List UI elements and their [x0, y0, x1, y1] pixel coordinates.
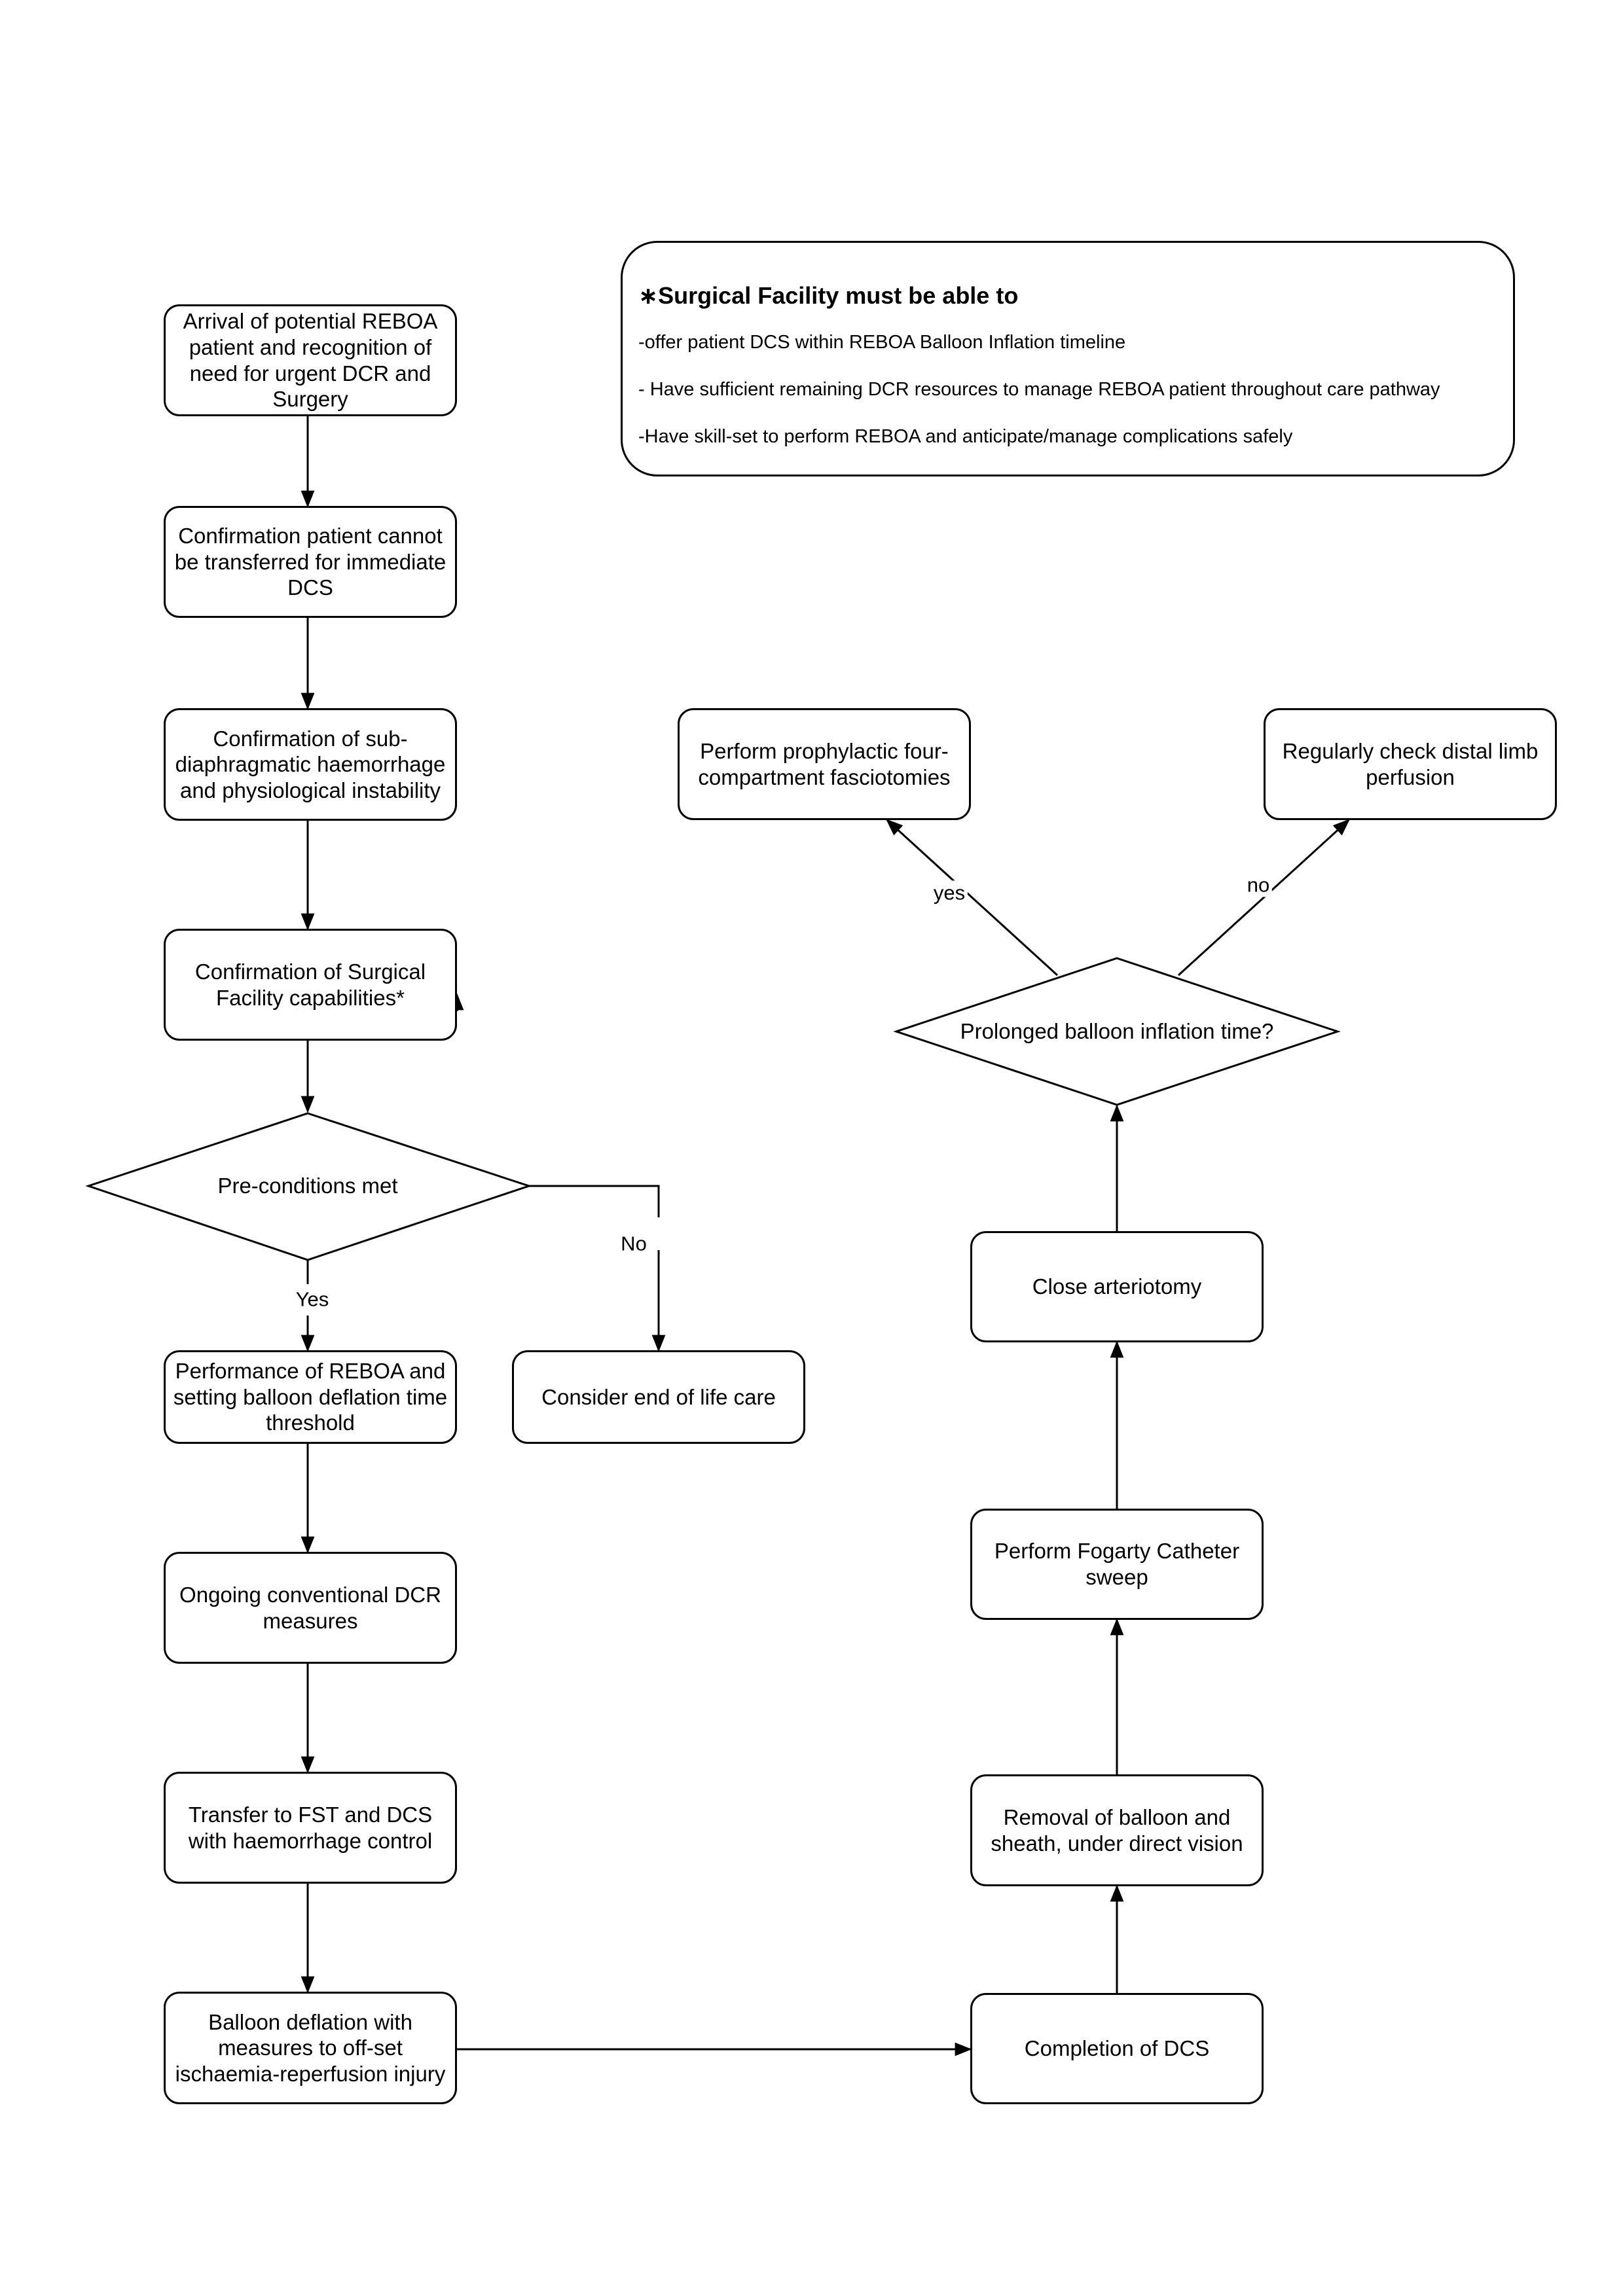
node-end-of-life: Consider end of life care	[512, 1350, 805, 1444]
node-completion-dcs: Completion of DCS	[970, 1993, 1264, 2104]
node-fogarty: Perform Fogarty Catheter sweep	[970, 1509, 1264, 1620]
facility-note-title: ∗Surgical Facility must be able to	[638, 282, 1019, 309]
facility-requirements-note: ∗Surgical Facility must be able to -offe…	[621, 241, 1515, 476]
arrow-preconditions-no-to-end-of-life	[527, 1185, 660, 1217]
arrow-prolonged-yes-to-fasciotomies	[886, 819, 1059, 977]
node-arrival: Arrival of potential REBOA patient and r…	[164, 304, 457, 416]
facility-note-line: - Have sufficient remaining DCR resource…	[638, 379, 1440, 400]
node-perform-reboa: Performance of REBOA and setting balloon…	[164, 1350, 457, 1444]
arrow-prolonged-no-to-perfusion	[1177, 819, 1350, 977]
node-haemorrhage: Confirmation of sub-diaphragmatic haemor…	[164, 708, 457, 821]
edge-label-no: No	[618, 1231, 649, 1256]
node-no-transfer: Confirmation patient cannot be transferr…	[164, 506, 457, 618]
node-removal-balloon: Removal of balloon and sheath, under dir…	[970, 1774, 1264, 1886]
node-ongoing-dcr: Ongoing conventional DCR measures	[164, 1552, 457, 1664]
decision-prolonged-label: Prolonged balloon inflation time?	[960, 1019, 1274, 1044]
node-close-arteriotomy: Close arteriotomy	[970, 1231, 1264, 1342]
edge-label-yes-branch: yes	[930, 880, 968, 905]
node-check-perfusion: Regularly check distal limb perfusion	[1264, 708, 1557, 820]
edge-label-no-branch: no	[1244, 872, 1273, 897]
decision-prolonged-shape	[893, 957, 1341, 1106]
node-transfer-fst: Transfer to FST and DCS with haemorrhage…	[164, 1772, 457, 1884]
node-balloon-deflation: Balloon deflation with measures to off-s…	[164, 1992, 457, 2104]
node-fasciotomies: Perform prophylactic four-compartment fa…	[678, 708, 971, 820]
edge-label-yes: Yes	[293, 1287, 332, 1312]
decision-preconditions-label: Pre-conditions met	[217, 1174, 398, 1198]
node-capabilities: Confirmation of Surgical Facility capabi…	[164, 929, 457, 1041]
facility-note-line: -offer patient DCS within REBOA Balloon …	[638, 332, 1126, 353]
facility-note-line: -Have skill-set to perform REBOA and ant…	[638, 426, 1293, 447]
decision-preconditions-shape	[85, 1112, 532, 1261]
